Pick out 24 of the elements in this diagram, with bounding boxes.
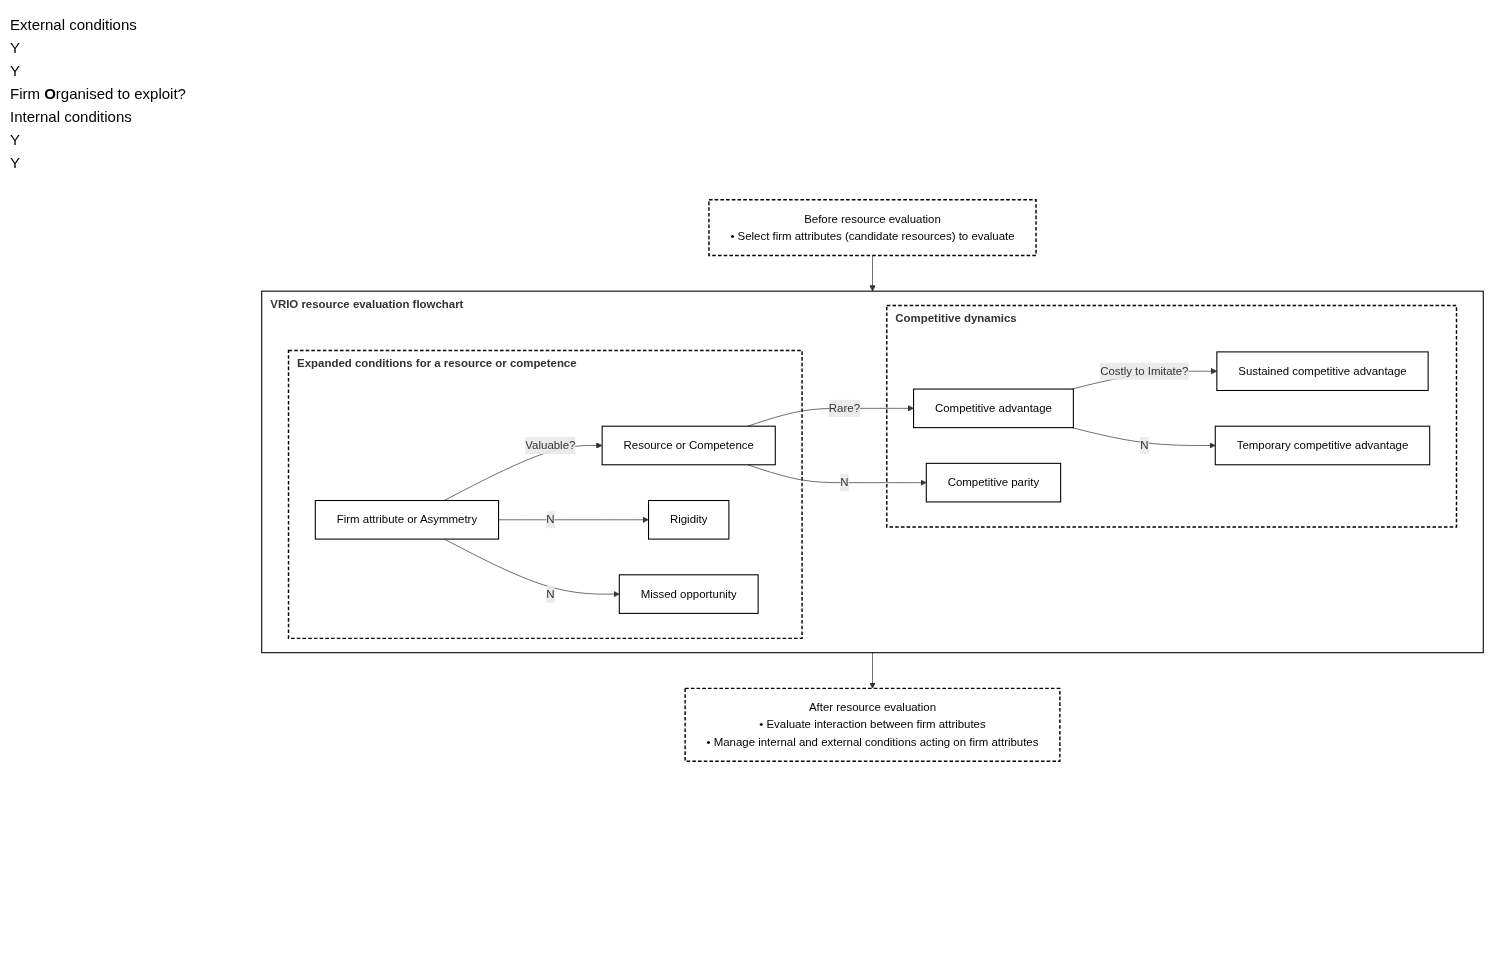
edge-label: Costly to Imitate? (1100, 364, 1189, 377)
condition-label: Firm Organised to exploit? (10, 85, 187, 102)
edge-label: Valuable? (525, 438, 576, 451)
node-box: Temporary competitive advantage (1214, 425, 1431, 465)
condition-label: Y (10, 154, 21, 171)
condition-label: Y (10, 131, 21, 148)
node-box: After resource evaluation • Evaluate interaction between firm attributes • Manage internal and external conditions acting on firm attributes (684, 687, 1061, 762)
node-box: Before resource evaluation • Select firm attributes (candidate resources) to evaluate (708, 198, 1037, 256)
condition-label: External conditions (10, 16, 138, 33)
node-box: Missed opportunity (618, 573, 759, 614)
node-box: Competitive parity (925, 462, 1062, 502)
node-box: Competitive advantage (913, 388, 1074, 428)
node-box: Sustained competitive advantage (1216, 350, 1429, 391)
node-box: Firm attribute or Asymmetry (314, 499, 500, 540)
condition-label: Internal conditions (10, 108, 133, 125)
node-box: Resource or Competence (601, 425, 776, 465)
node-box: Rigidity (648, 499, 730, 540)
condition-label: Y (10, 62, 21, 79)
edge-label: N (546, 512, 555, 526)
edge-label: N (840, 475, 849, 488)
edge-label: Rare? (828, 401, 860, 414)
condition-label: Y (10, 39, 21, 56)
edge-label: N (1140, 438, 1149, 451)
edge-label: N (546, 587, 555, 600)
